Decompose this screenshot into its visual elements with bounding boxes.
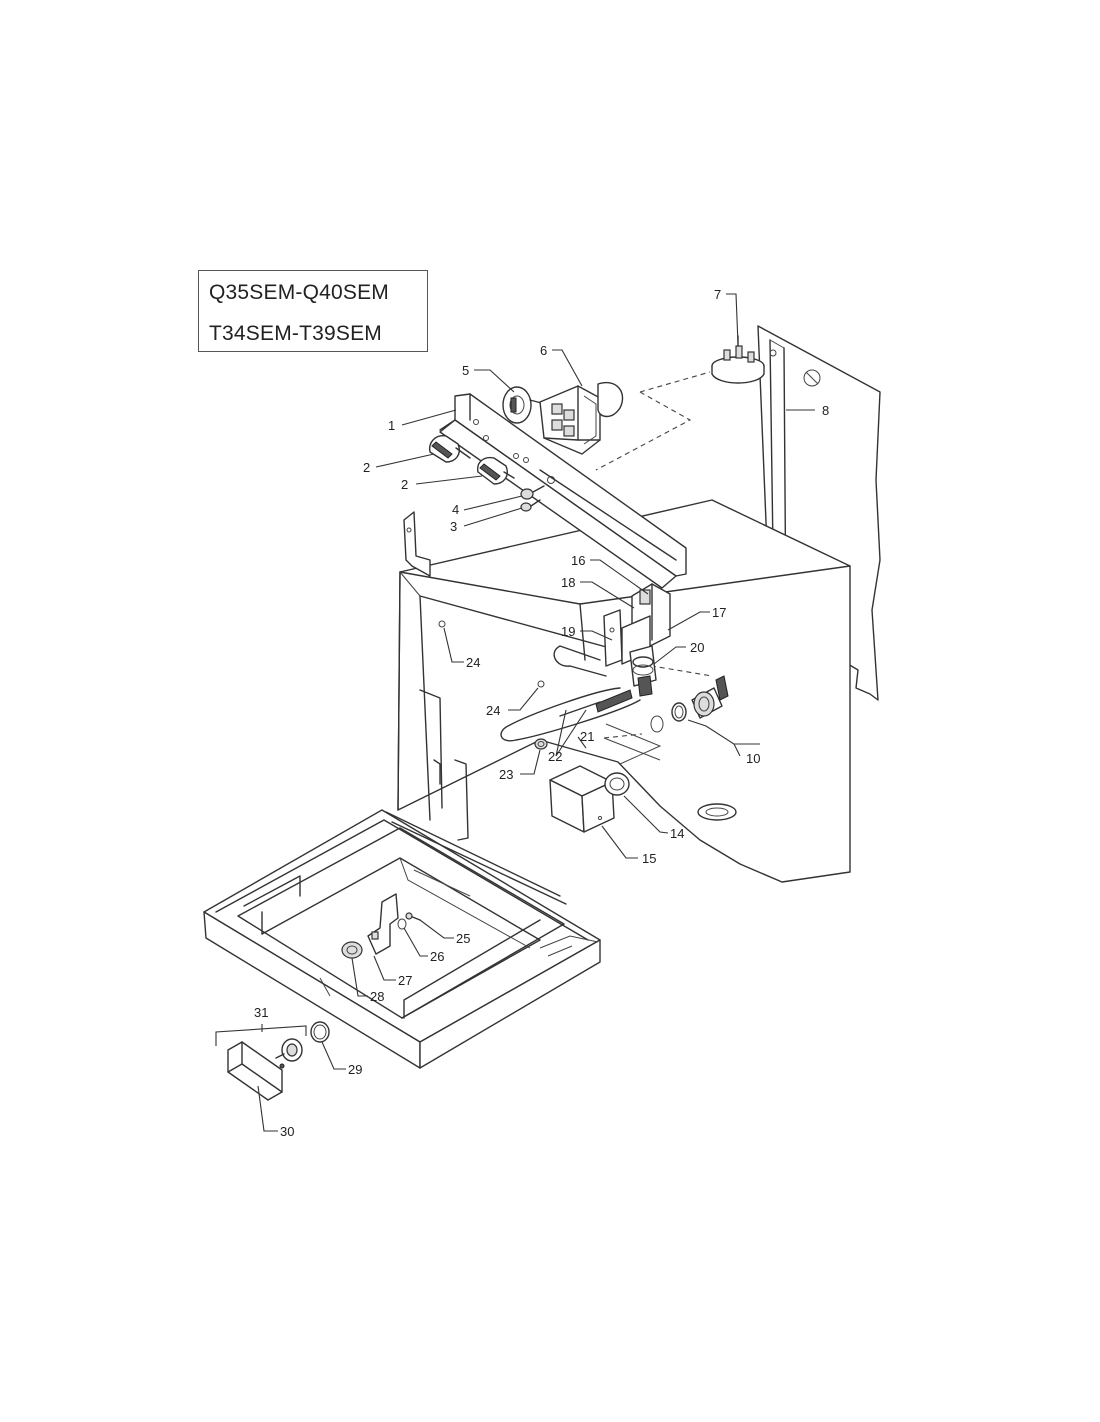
callout-15: 15 [642,851,656,866]
latch-bracket-part-27 [367,893,421,955]
door-tray-assembly [203,809,601,1069]
callout-29: 29 [348,1062,362,1077]
callout-7: 7 [714,287,721,302]
callout-20: 20 [690,640,704,655]
mounting-bracket [403,511,431,577]
callout-6: 6 [540,343,547,358]
pins-part-24 [438,620,545,688]
callout-14: 14 [670,826,684,841]
control-knob-lower [477,456,515,485]
nut-part-28 [341,941,363,959]
callout-2-lower: 2 [401,477,408,492]
thermostat-part-5 [502,386,546,424]
heating-element-part-21 [500,645,641,742]
control-knob-upper [429,435,471,463]
junction-box-part-15 [549,765,615,833]
callout-24-lower: 24 [486,703,500,718]
callout-30: 30 [280,1124,294,1139]
callout-2-upper: 2 [363,460,370,475]
callout-5: 5 [462,363,469,378]
callout-25: 25 [456,931,470,946]
cabinet-body [397,499,851,883]
callout-23: 23 [499,767,513,782]
fitting-part-23 [534,738,548,750]
callout-31: 31 [254,1005,268,1020]
valve-assembly [603,583,671,697]
limit-thermostat-part-7 [711,335,765,384]
callout-18: 18 [561,575,575,590]
callout-3: 3 [450,519,457,534]
callout-4: 4 [452,502,459,517]
o-ring-part-29 [310,1021,330,1043]
model-range-t: T34SEM-T39SEM [209,322,382,345]
callout-1: 1 [388,418,395,433]
selector-switch-part-6 [539,381,624,455]
leader-lines [215,293,815,1132]
callout-10: 10 [746,751,760,766]
handle-spindle [275,1038,303,1069]
callout-26: 26 [430,949,444,964]
callout-17: 17 [712,605,726,620]
callout-21: 21 [580,729,594,744]
drain-fitting-part-10 [650,675,729,733]
callout-labels: 1 2 2 3 4 5 6 7 8 10 14 15 16 17 18 19 2… [254,287,829,1139]
grommet-part-14 [604,772,630,796]
callout-27: 27 [398,973,412,988]
model-number-box: Q35SEM-Q40SEM T34SEM-T39SEM [198,270,428,352]
callout-8: 8 [822,403,829,418]
callout-24-upper: 24 [466,655,480,670]
callout-28: 28 [370,989,384,1004]
callout-22: 22 [548,749,562,764]
indicator-lights [520,479,547,512]
door-handle-part-30 [227,1041,283,1101]
callout-19: 19 [561,624,575,639]
callout-16: 16 [571,553,585,568]
model-range-q: Q35SEM-Q40SEM [209,281,389,304]
